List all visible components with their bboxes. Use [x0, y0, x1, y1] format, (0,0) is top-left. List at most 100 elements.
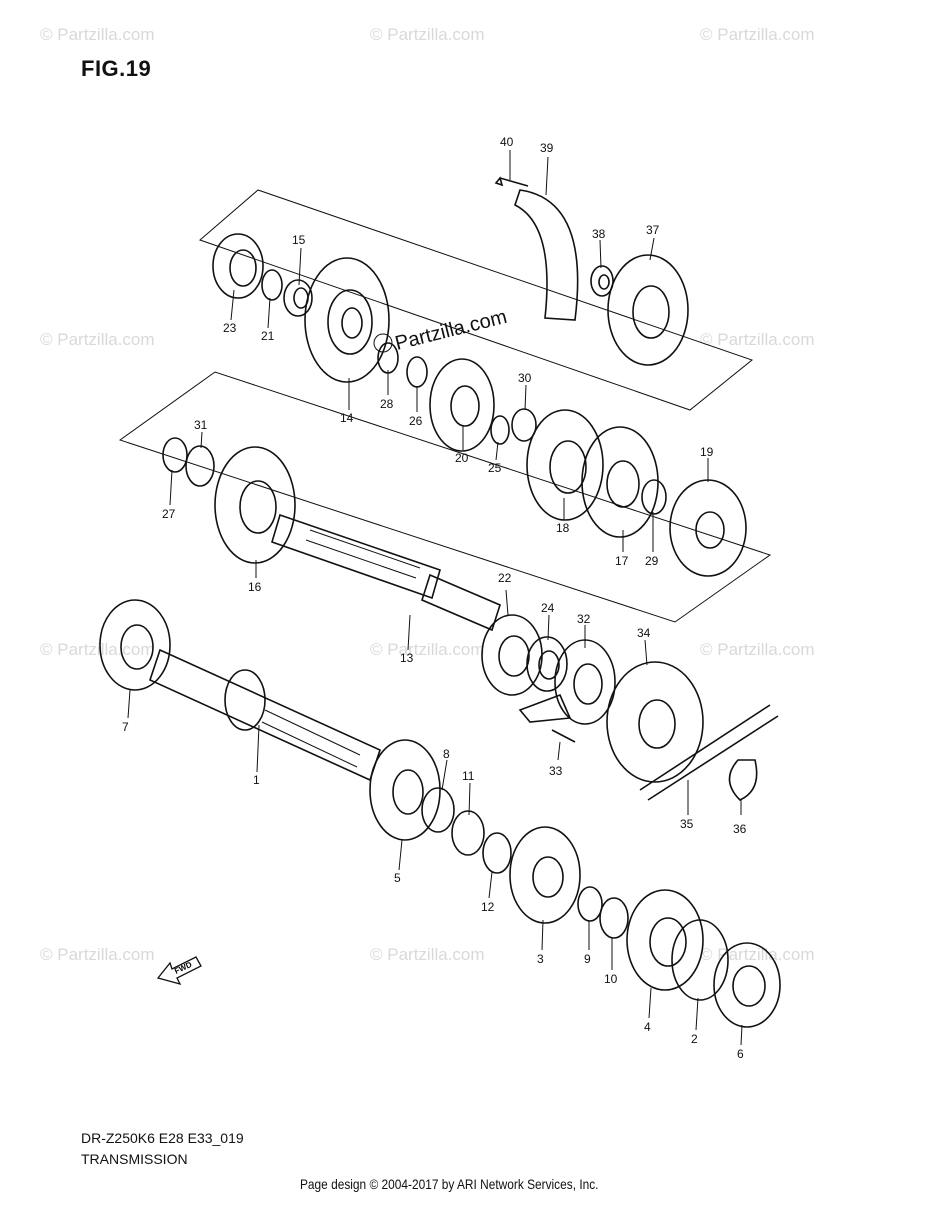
circlip-25: [490, 415, 510, 445]
watermark: © Partzilla.com: [40, 945, 155, 964]
part-label-20: 20: [455, 451, 469, 465]
watermarks: © Partzilla.com © Partzilla.com © Partzi…: [40, 25, 815, 964]
figure-title: FIG.19: [81, 56, 152, 81]
bolt-33: [551, 729, 576, 743]
bearing-7: [99, 599, 171, 691]
watermark: © Partzilla.com: [700, 640, 815, 659]
oil-guide-plate-39: [514, 189, 579, 321]
spacer-32: [554, 639, 616, 725]
gear-14: [304, 257, 390, 383]
part-label-26: 26: [409, 414, 423, 428]
fwd-arrow-icon: FWD: [156, 956, 202, 986]
circlip-27: [162, 437, 188, 473]
gear-17: [581, 426, 659, 538]
circlip-36: [728, 759, 758, 801]
part-label-3: 3: [537, 952, 544, 966]
gear-2: [671, 919, 729, 1001]
part-label-31: 31: [194, 418, 208, 432]
part-label-2: 2: [691, 1032, 698, 1046]
part-label-28: 28: [380, 397, 394, 411]
watermark: © Partzilla.com: [700, 25, 815, 44]
watermark: © Partzilla.com: [40, 25, 155, 44]
bushing-8: [421, 787, 455, 833]
part-label-4: 4: [644, 1020, 651, 1034]
bearing-6: [713, 942, 781, 1028]
washer-29: [641, 479, 667, 515]
part-label-23: 23: [223, 321, 237, 335]
leader-lines: [127, 150, 743, 1046]
part-label-11: 11: [462, 769, 475, 783]
screw-40: [494, 176, 529, 187]
gear-37: [607, 254, 689, 366]
washer-30: [511, 408, 537, 442]
part-number-labels: 40 39 15 38 37 23 21 28 14 26 30 20 25 3…: [122, 135, 747, 1061]
part-label-10: 10: [604, 972, 618, 986]
watermark: © Partzilla.com: [40, 640, 155, 659]
part-label-19: 19: [700, 445, 714, 459]
part-label-40: 40: [500, 135, 514, 149]
part-label-6: 6: [737, 1047, 744, 1061]
countershaft-group-frame: [199, 189, 754, 411]
part-label-34: 34: [637, 626, 651, 640]
bearing-38: [590, 265, 614, 297]
watermark: © Partzilla.com: [700, 330, 815, 349]
washer-10: [599, 897, 629, 939]
part-label-7: 7: [122, 720, 129, 734]
part-label-13: 13: [400, 651, 414, 665]
part-label-9: 9: [584, 952, 591, 966]
part-label-5: 5: [394, 871, 401, 885]
part-label-12: 12: [481, 900, 495, 914]
gear-20: [429, 358, 495, 452]
part-label-8: 8: [443, 747, 450, 761]
page-credit: Page design © 2004-2017 by ARI Network S…: [300, 1176, 599, 1192]
washer-11: [451, 810, 485, 856]
watermark: © Partzilla.com: [370, 945, 485, 964]
circlip-9: [577, 886, 603, 922]
part-label-38: 38: [592, 227, 606, 241]
part-label-22: 22: [498, 571, 512, 585]
gear-4: [626, 889, 704, 991]
part-label-21: 21: [261, 329, 275, 343]
watermark: © Partzilla.com: [370, 640, 485, 659]
part-label-15: 15: [292, 233, 306, 247]
engine-sprocket-34: [606, 661, 704, 783]
part-label-16: 16: [248, 580, 262, 594]
washer-21: [261, 269, 283, 301]
part-label-36: 36: [733, 822, 747, 836]
part-label-33: 33: [549, 764, 563, 778]
gear-16: [214, 446, 296, 564]
part-label-29: 29: [645, 554, 659, 568]
part-label-39: 39: [540, 141, 554, 155]
washer-31: [185, 445, 215, 487]
part-label-35: 35: [680, 817, 694, 831]
chain-35: [639, 704, 779, 801]
part-label-32: 32: [577, 612, 591, 626]
oil-seal-24: [526, 636, 568, 692]
part-label-1: 1: [253, 773, 260, 787]
gear-3: [509, 826, 581, 924]
main-shaft-1: [149, 648, 381, 782]
part-label-27: 27: [162, 507, 176, 521]
circlip-12: [482, 832, 512, 874]
part-label-17: 17: [615, 554, 629, 568]
gear-19: [669, 479, 747, 577]
gear-18: [526, 409, 604, 521]
watermark: © Partzilla.com: [370, 25, 485, 44]
countershaft-13: [271, 513, 501, 632]
sprocket-guard-plate: [518, 693, 572, 723]
watermark: © Partzilla.com: [700, 945, 815, 964]
model-code: DR-Z250K6 E28 E33_019: [81, 1130, 244, 1146]
part-label-25: 25: [488, 461, 502, 475]
watermark: © Partzilla.com: [40, 330, 155, 349]
washer-26: [406, 356, 428, 388]
part-label-37: 37: [646, 223, 660, 237]
part-label-14: 14: [340, 411, 354, 425]
gear-5: [369, 739, 441, 841]
part-label-24: 24: [541, 601, 555, 615]
driveshaft-group-frame: [118, 371, 772, 623]
section-title: TRANSMISSION: [81, 1151, 188, 1167]
part-label-18: 18: [556, 521, 570, 535]
bearing-23: [212, 233, 264, 299]
part-label-30: 30: [518, 371, 532, 385]
